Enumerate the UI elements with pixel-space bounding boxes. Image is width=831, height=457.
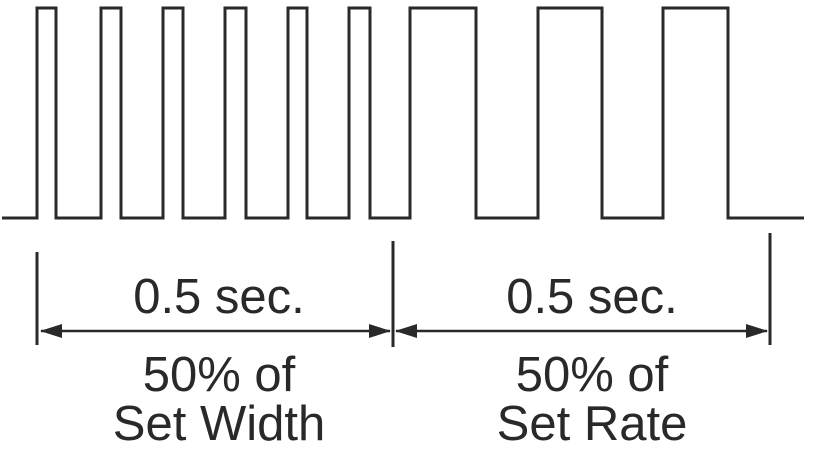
right-duration-label: 0.5 sec. — [506, 270, 678, 324]
right-percent-label: 50% of — [515, 348, 669, 402]
left-target-label: Set Width — [112, 397, 326, 451]
left-duration-label: 0.5 sec. — [133, 270, 305, 324]
left-percent-label: 50% of — [142, 348, 296, 402]
pulse-waveform — [2, 6, 804, 220]
right-target-label: Set Rate — [496, 397, 688, 451]
